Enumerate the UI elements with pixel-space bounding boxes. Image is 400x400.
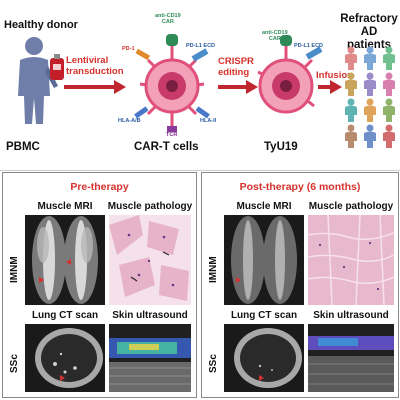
step2-label: CRISPR editing xyxy=(218,56,254,78)
patient-icon xyxy=(383,124,395,148)
post-pathology-image xyxy=(308,215,394,305)
patient-icon xyxy=(345,72,357,96)
post-therapy-heading: Post-therapy (6 months) xyxy=(239,181,361,193)
patient-grid xyxy=(343,46,399,148)
blood-bag-icon xyxy=(50,54,64,80)
post-ct-label: Lung CT scan xyxy=(230,310,298,321)
marker-pd1: PD-1 xyxy=(122,46,135,52)
donor-person-icon xyxy=(18,37,58,124)
pre-imnm-label: IMNM xyxy=(9,256,20,283)
pbmc-label: PBMC xyxy=(6,141,40,153)
patients-label: Refractory AD patients xyxy=(340,13,398,51)
workflow-panel: Healthy donor PBMC Lentiviral transducti… xyxy=(0,0,400,170)
step3-label: Infusion xyxy=(316,70,353,81)
arrow-right-icon xyxy=(218,80,258,94)
marker-hla-ab: HLA-A/B xyxy=(118,118,141,124)
patient-icon xyxy=(364,124,376,148)
divider xyxy=(0,170,400,171)
post-ssc-label: SSc xyxy=(208,354,219,373)
pre-ultrasound-image xyxy=(109,324,191,392)
marker-tyu19-car: anti-CD19 CAR xyxy=(262,30,288,42)
patient-icon xyxy=(345,124,357,148)
patient-icon xyxy=(345,46,357,70)
marker-tyu19-pdl1: PD-L1 ECD xyxy=(294,43,324,49)
pre-ct-label: Lung CT scan xyxy=(31,310,99,321)
marker-pdl1-ecd: PD-L1 ECD xyxy=(186,43,216,49)
patient-icon xyxy=(383,72,395,96)
post-imnm-label: IMNM xyxy=(208,256,219,283)
post-us-label: Skin ultrasound xyxy=(313,310,389,321)
patient-icon xyxy=(383,98,395,122)
car-t-label: CAR-T cells xyxy=(134,141,199,153)
pre-us-label: Skin ultrasound xyxy=(112,310,188,321)
pre-mri-label: Muscle MRI xyxy=(37,201,93,212)
post-therapy-panel: Post-therapy (6 months) Muscle MRI Muscl… xyxy=(201,172,399,398)
pre-therapy-panel: Pre-therapy Muscle MRI Muscle pathology … xyxy=(2,172,197,398)
donor-label: Healthy donor xyxy=(4,19,78,31)
pre-pathology-image xyxy=(109,215,191,305)
marker-tcr: TCR xyxy=(166,132,178,138)
post-mri-label: Muscle MRI xyxy=(236,201,292,212)
pre-pathology-label: Muscle pathology xyxy=(107,201,193,212)
marker-hla-ii: HLA-II xyxy=(200,118,217,124)
patient-icon xyxy=(383,46,395,70)
tyu19-cell-icon xyxy=(257,35,323,114)
tyu19-label: TyU19 xyxy=(264,141,298,153)
pre-ct-image xyxy=(25,324,105,392)
pre-therapy-heading: Pre-therapy xyxy=(70,181,129,193)
pre-ssc-label: SSc xyxy=(9,354,20,373)
patient-icon xyxy=(364,46,376,70)
patient-icon xyxy=(364,72,376,96)
arrow-right-icon xyxy=(318,80,342,94)
patient-icon xyxy=(345,98,357,122)
pre-mri-image xyxy=(25,215,105,305)
post-ultrasound-image xyxy=(308,324,394,392)
step1-label: Lentiviral transduction xyxy=(66,55,124,77)
car-t-cell-icon xyxy=(134,34,210,132)
post-pathology-label: Muscle pathology xyxy=(308,201,394,212)
marker-anti-cd19-car: anti-CD19 CAR xyxy=(155,13,181,25)
patient-icon xyxy=(364,98,376,122)
arrow-right-icon xyxy=(64,80,126,94)
post-ct-image xyxy=(224,324,304,392)
post-mri-image xyxy=(224,215,304,305)
